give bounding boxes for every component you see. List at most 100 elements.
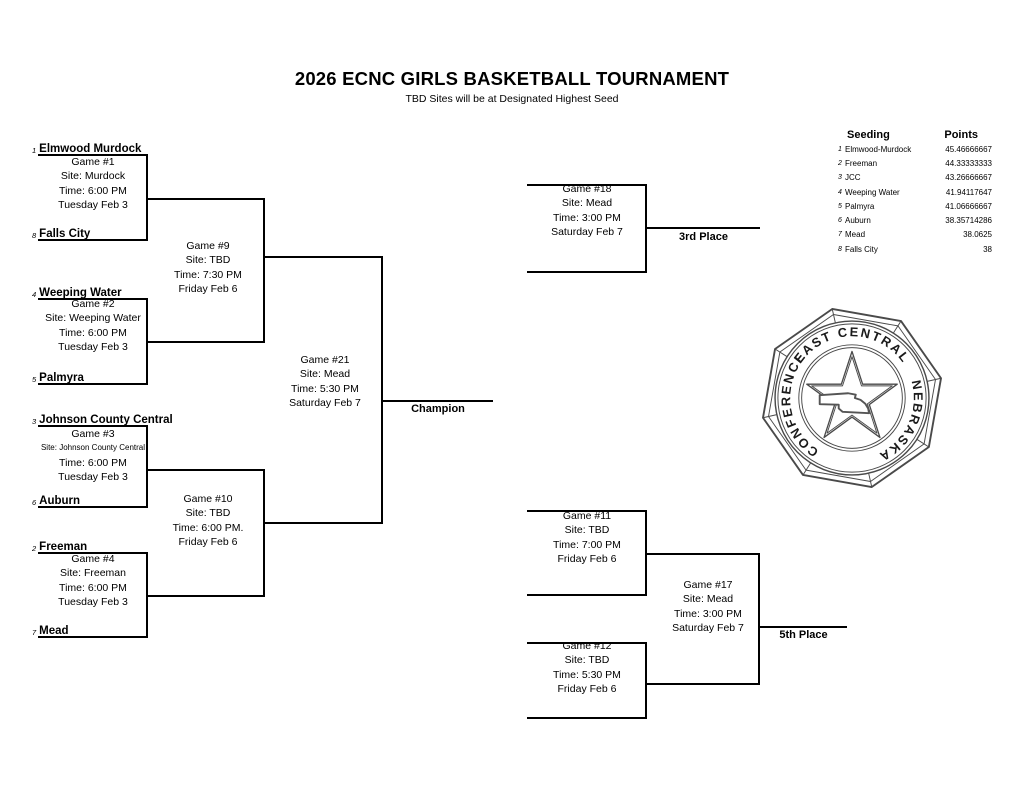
game-17-info: Game #17 Site: Mead Time: 3:00 PM Saturd… <box>648 578 768 636</box>
game-number: Game #10 <box>183 493 233 505</box>
star-icon-inner <box>811 356 893 434</box>
bracket-line <box>38 298 148 300</box>
game-site: Site: TBD <box>564 524 610 537</box>
game-date: Friday Feb 6 <box>557 553 617 566</box>
game-date: Friday Feb 6 <box>178 536 238 549</box>
team-cell: Auburn <box>845 216 871 226</box>
game-time: Time: 6:00 PM. <box>172 521 244 534</box>
game-12-info: Game #12 Site: TBD Time: 5:30 PM Friday … <box>527 639 647 697</box>
bracket-line <box>263 198 265 343</box>
fifth-place-label: 5th Place <box>779 629 828 641</box>
seeding-row: 8 Falls City 38 <box>833 242 994 256</box>
points-cell: 41.06666667 <box>945 201 992 211</box>
bracket-line <box>263 469 265 597</box>
champion-label: Champion <box>411 403 465 415</box>
bracket-line <box>146 298 148 385</box>
champion-line <box>383 400 493 402</box>
game-number: Game #11 <box>562 510 612 522</box>
team-cell: JCC <box>845 173 861 183</box>
team-name: Mead <box>39 625 69 637</box>
game-date: Friday Feb 6 <box>178 283 238 296</box>
team-cell: Palmyra <box>845 201 875 211</box>
seeding-row: 7 Mead 38.0625 <box>833 228 994 242</box>
game-time: Time: 6:00 PM <box>59 581 127 594</box>
game-date: Saturday Feb 7 <box>551 226 623 239</box>
team-name: Falls City <box>39 228 91 240</box>
logo-ring-outer <box>774 320 930 476</box>
seed-number: 1 <box>32 146 37 155</box>
seeding-row: 2 Freeman 44.33333333 <box>833 156 994 170</box>
points-cell: 38 <box>983 244 992 254</box>
ecnc-conference-logo-icon: EAST CENTRAL NEBRASKA CONFERENCE <box>762 308 942 488</box>
game-time: Time: 7:00 PM <box>553 538 621 551</box>
third-place-line <box>647 227 760 229</box>
team-slot-palmyra: 5 Palmyra <box>32 370 84 384</box>
logo-ring-inner <box>798 344 906 452</box>
bracket-line <box>148 198 265 200</box>
points-column-header: Points <box>944 128 978 141</box>
team-cell: Elmwood-Murdock <box>845 144 912 154</box>
game-date: Tuesday Feb 3 <box>58 199 128 212</box>
points-cell: 43.26666667 <box>945 173 992 183</box>
seed-cell: 5 <box>838 202 842 210</box>
seeding-row: 5 Palmyra 41.06666667 <box>833 199 994 213</box>
bracket-line <box>527 184 647 186</box>
team-name: Elmwood Murdock <box>39 143 142 155</box>
bracket-line <box>527 642 647 644</box>
game-time: Time: 5:30 PM <box>291 382 359 395</box>
team-slot-falls-city: 8 Falls City <box>32 226 90 240</box>
team-cell: Weeping Water <box>845 187 900 197</box>
game-number: Game #18 <box>562 183 612 195</box>
bracket-line <box>38 154 148 156</box>
seed-number: 6 <box>32 498 37 507</box>
team-name: Johnson County Central <box>39 414 173 426</box>
points-cell: 45.46666667 <box>945 144 992 154</box>
nebraska-outline-icon <box>818 392 871 415</box>
bracket-line <box>38 506 148 508</box>
bracket-line <box>38 552 148 554</box>
team-slot-freeman: 2 Freeman <box>32 539 87 553</box>
page-subtitle: TBD Sites will be at Designated Highest … <box>405 93 619 105</box>
team-slot-johnson-county-central: 3 Johnson County Central <box>32 412 173 426</box>
logo-ring-inner2 <box>801 347 903 449</box>
team-slot-weeping-water: 4 Weeping Water <box>32 285 122 299</box>
logo-ring-outer2 <box>777 323 927 473</box>
game-site: Site: Johnson County Central <box>40 443 146 453</box>
game-number: Game #1 <box>71 156 115 168</box>
seeding-row: 1 Elmwood-Murdock 45.46666667 <box>833 142 994 156</box>
game-10-info: Game #10 Site: TBD Time: 6:00 PM. Friday… <box>148 492 268 550</box>
game-site: Site: Weeping Water <box>45 312 141 325</box>
game-number: Game #4 <box>71 553 115 565</box>
game-time: Time: 6:00 PM <box>59 326 127 339</box>
game-time: Time: 6:00 PM <box>59 184 127 197</box>
game-site: Site: TBD <box>185 507 231 520</box>
game-date: Saturday Feb 7 <box>289 397 361 410</box>
game-time: Time: 3:00 PM <box>674 607 742 620</box>
game-site: Site: Murdock <box>60 170 126 183</box>
seeding-row: 6 Auburn 38.35714286 <box>833 213 994 227</box>
bracket-line <box>647 553 760 555</box>
seeding-row: 4 Weeping Water 41.94117647 <box>833 185 994 199</box>
game-date: Saturday Feb 7 <box>672 622 744 635</box>
bracket-line <box>645 184 647 273</box>
seed-number: 3 <box>32 417 37 426</box>
game-site: Site: TBD <box>185 254 231 267</box>
bracket-line <box>265 522 383 524</box>
bracket-line <box>647 683 760 685</box>
seed-number: 7 <box>32 628 37 637</box>
team-name: Auburn <box>39 495 81 507</box>
game-1-info: Game #1 Site: Murdock Time: 6:00 PM Tues… <box>33 155 153 213</box>
seed-cell: 3 <box>838 174 842 182</box>
seed-cell: 8 <box>838 245 842 253</box>
bracket-line <box>38 383 148 385</box>
seeding-column-header: Seeding <box>847 128 890 141</box>
seeding-table: Seeding Points 1 Elmwood-Murdock 45.4666… <box>833 127 994 256</box>
bracket-line <box>146 425 148 508</box>
game-date: Friday Feb 6 <box>557 683 617 696</box>
bracket-line <box>645 642 647 719</box>
seeding-row: 3 JCC 43.26666667 <box>833 171 994 185</box>
game-date: Tuesday Feb 3 <box>58 341 128 354</box>
game-date: Tuesday Feb 3 <box>58 471 128 484</box>
bracket-line <box>758 553 760 685</box>
